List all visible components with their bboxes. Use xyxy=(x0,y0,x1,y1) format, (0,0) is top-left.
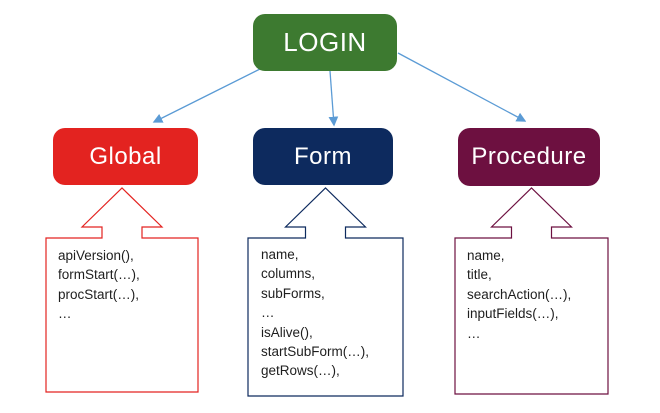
form-members-list: name, columns, subForms, … isAlive(), st… xyxy=(261,245,397,381)
member-line: columns, xyxy=(261,266,316,282)
member-line: title, xyxy=(467,267,492,283)
member-line: … xyxy=(58,306,72,322)
member-line: name, xyxy=(467,248,505,263)
node-form: Form xyxy=(253,128,393,185)
node-procedure-label: Procedure xyxy=(471,143,587,170)
node-global: Global xyxy=(53,128,198,185)
global-members-list: apiVersion(), formStart(…), procStart(…)… xyxy=(58,246,190,324)
procedure-members-list: name, title, searchAction(…), inputField… xyxy=(467,246,602,343)
member-line: subForms, xyxy=(261,285,325,301)
member-line: apiVersion(), xyxy=(58,248,134,263)
node-procedure: Procedure xyxy=(458,128,600,186)
member-line: … xyxy=(261,305,275,321)
member-line: searchAction(…), xyxy=(467,286,572,302)
node-form-label: Form xyxy=(294,142,352,170)
connector-login-to-global-arrow xyxy=(152,67,263,123)
member-line: startSubForm(…), xyxy=(261,344,370,360)
member-line: formStart(…), xyxy=(58,267,140,283)
node-login-label: LOGIN xyxy=(283,27,367,57)
member-line: procStart(…), xyxy=(58,286,140,302)
node-login: LOGIN xyxy=(253,14,397,71)
member-line: isAlive(), xyxy=(261,324,313,340)
connector-login-to-form-arrow xyxy=(328,70,339,127)
node-global-label: Global xyxy=(89,142,162,170)
connector-login-to-procedure-arrow xyxy=(397,52,527,122)
member-line: getRows(…), xyxy=(261,363,340,379)
member-line: name, xyxy=(261,247,299,262)
member-line: inputFields(…), xyxy=(467,306,559,322)
member-line: … xyxy=(467,325,481,341)
